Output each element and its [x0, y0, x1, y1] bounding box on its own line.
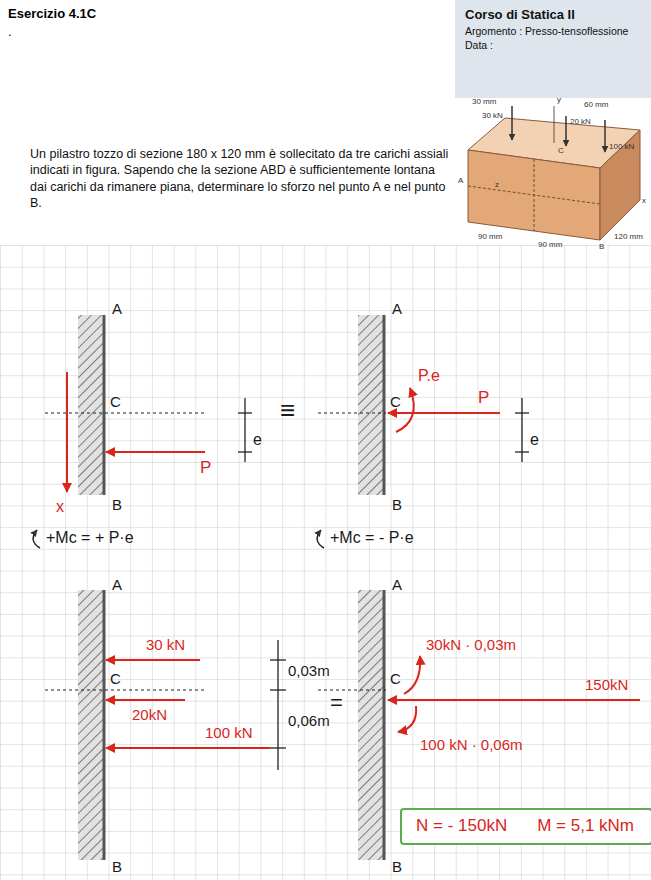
point-label: A [112, 300, 122, 318]
moment-label: P.e [418, 366, 440, 385]
point-label: B [112, 858, 122, 876]
note-dot: . [8, 24, 12, 40]
dimension-label: 90 mm [538, 240, 562, 250]
equals-sign: = [330, 690, 343, 716]
force-label: 20kN [132, 706, 167, 724]
moment-formula: +Mc = + P·e [46, 528, 134, 547]
column-sketch [33, 315, 252, 548]
body-text: Argomento : Presso-tensoflessione [465, 24, 641, 38]
force-label: 30 kN [146, 636, 185, 654]
column-sketch [318, 590, 640, 860]
point-label: C [110, 393, 121, 411]
point-label: C [390, 393, 401, 411]
dimension-label: 90 mm [478, 232, 502, 242]
point-label: B [112, 496, 122, 514]
point-label: C [558, 146, 564, 156]
point-label: B [392, 858, 402, 876]
point-label: A [392, 300, 402, 318]
force-label: P [200, 458, 211, 478]
load-label: 30 kN [482, 111, 503, 121]
equivalence-sign: ≡ [280, 395, 295, 426]
body-text: M = 5,1 kNm [537, 815, 634, 838]
heading-text: N = - 150kN [416, 815, 507, 838]
force-label: P [478, 388, 489, 408]
dimension-label: 30 mm [472, 97, 496, 107]
column-sketch [45, 590, 286, 860]
point-label: A [458, 176, 463, 186]
exercise-title: Esercizio 4.1C [8, 6, 96, 22]
result-box: N = - 150kN M = 5,1 kNm [400, 808, 651, 845]
grid-paper [0, 245, 651, 880]
force-label: 150kN [585, 676, 628, 694]
moment-label: 100 kN · 0,06m [420, 736, 523, 754]
point-label: A [112, 576, 122, 594]
point-label: B [599, 242, 604, 252]
load-label: 20 kN [570, 117, 591, 127]
heading-text: Corso di Statica II [465, 6, 641, 24]
load-label: 100 kN [609, 142, 634, 152]
problem-text: Un pilastro tozzo di sezione 180 x 120 m… [30, 146, 455, 211]
dimension-label: 0,06m [288, 712, 330, 730]
point-label: B [392, 496, 402, 514]
column-illustration [468, 106, 640, 240]
axis-label: x [56, 497, 64, 516]
dimension-label: 0,03m [288, 662, 330, 680]
column-sketch [317, 315, 529, 548]
course-header-box: Corso di Statica IIArgomento : Presso-te… [455, 0, 651, 98]
point-label: C [110, 670, 121, 688]
moment-formula: +Mc = - P·e [330, 528, 414, 547]
axis-label: x [642, 196, 646, 206]
force-label: 100 kN [205, 724, 253, 742]
eccentricity-label: e [530, 430, 539, 449]
body-text: Data : [465, 38, 641, 52]
point-label: A [392, 576, 402, 594]
eccentricity-label: e [253, 430, 262, 449]
point-label: C [390, 670, 401, 688]
axis-label: z [495, 180, 499, 190]
dimension-label: 60 mm [584, 100, 608, 110]
dimension-label: 120 mm [614, 232, 643, 242]
moment-label: 30kN · 0,03m [426, 636, 516, 654]
